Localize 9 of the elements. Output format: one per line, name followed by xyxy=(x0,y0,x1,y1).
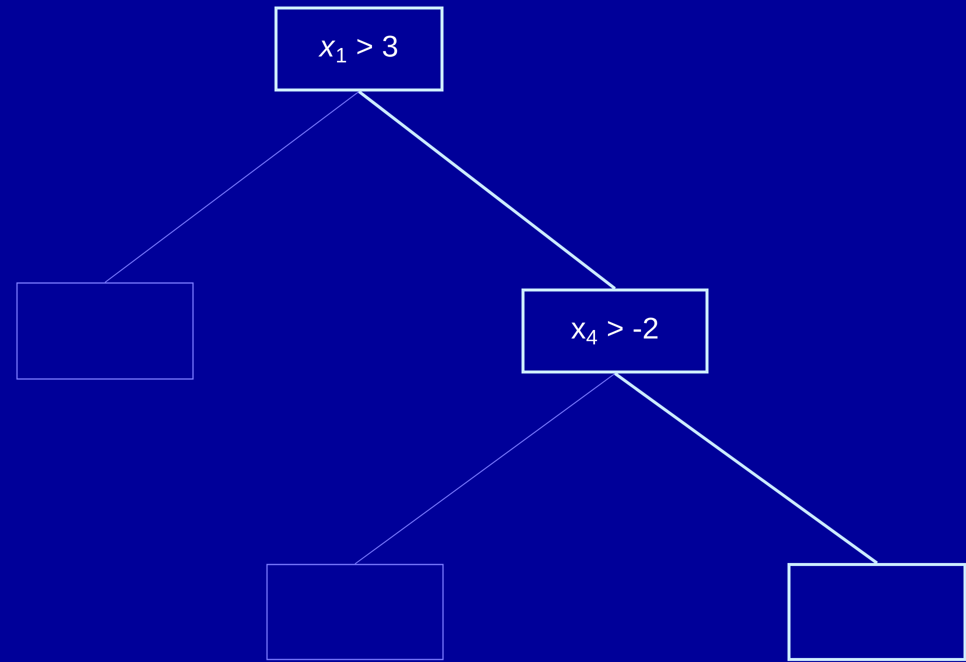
branch-line xyxy=(104,91,360,283)
leaf-box xyxy=(788,563,966,661)
branch-line xyxy=(614,372,878,564)
condition-box: x$_{1}$ > 3 xyxy=(274,6,444,92)
leaf-box xyxy=(266,564,444,660)
branch-line xyxy=(358,90,616,290)
condition-box: x$_{4}$ > -2 xyxy=(522,288,708,374)
leaf-box xyxy=(16,282,194,380)
branch-line xyxy=(354,373,616,564)
